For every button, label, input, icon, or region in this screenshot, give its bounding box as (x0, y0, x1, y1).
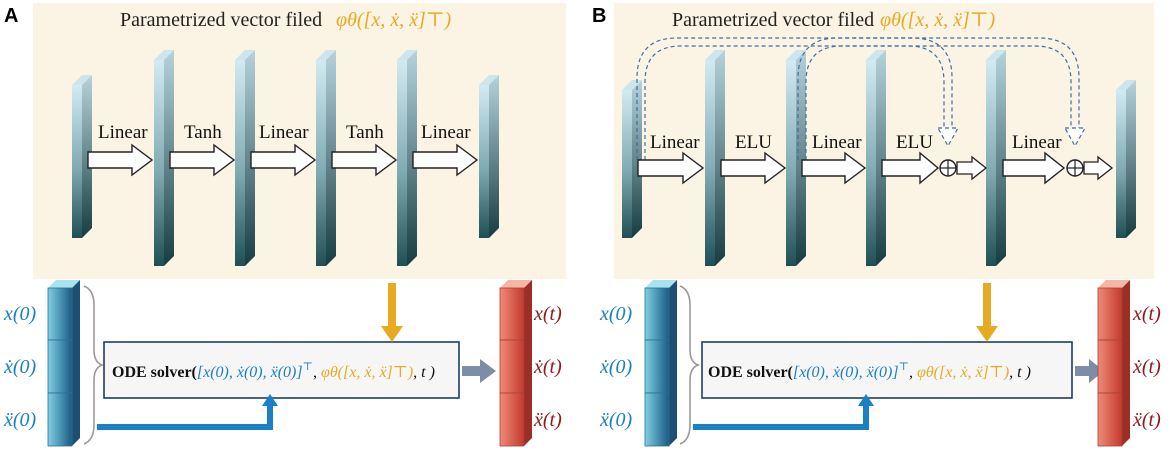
panel-letter-b: B (592, 5, 606, 27)
layer-label-b-2: Linear (812, 132, 862, 153)
vector-field-title-a: Parametrized vector filed (120, 9, 322, 31)
ode-solver-box-a (103, 341, 460, 399)
hollow-arrow-b-5 (1002, 151, 1066, 185)
panel-letter-a: A (4, 5, 18, 27)
layer-slab-b-5 (1116, 80, 1136, 238)
layer-slab-b-0 (622, 80, 642, 238)
input-label-a-1: ẋ(0) (3, 356, 37, 378)
layer-label-b-0: Linear (650, 132, 700, 153)
output-label-a-0: x(t) (533, 303, 562, 325)
output-label-b-1: ẋ(t) (1132, 356, 1161, 378)
initial-state-arrow-a (97, 394, 278, 430)
layer-slab-b-1 (705, 50, 725, 266)
input-stack-a (47, 280, 80, 447)
layer-slab-a-1 (154, 50, 174, 266)
layer-slab-b-4 (986, 50, 1006, 266)
layer-label-a-1: Tanh (184, 122, 222, 143)
output-label-a-1: ẋ(t) (533, 356, 562, 378)
hollow-arrow-a-4 (412, 143, 479, 177)
skip-connection-b-0 (636, 37, 960, 160)
layer-slab-a-4 (397, 50, 417, 266)
input-label-b-2: ẍ(0) (599, 409, 633, 431)
vector-field-arrow-b (976, 283, 998, 342)
vector-field-box-a (33, 3, 566, 279)
hollow-arrow-a-2 (250, 143, 317, 177)
layer-label-b-3: ELU (896, 132, 933, 153)
hollow-arrow-b-2 (801, 151, 867, 185)
layer-label-a-3: Tanh (346, 122, 384, 143)
hollow-arrow-a-3 (331, 143, 398, 177)
input-stack-b (644, 280, 677, 447)
hollow-arrow-b-1 (720, 151, 787, 185)
output-arrow-a (462, 359, 496, 383)
layer-label-b-4: Linear (1012, 132, 1062, 153)
hollow-arrow-b-4 (956, 155, 988, 181)
output-label-b-2: ẍ(t) (1132, 409, 1161, 431)
vector-field-formula-a: φθ([x, ẋ, ẍ]⊤) (336, 9, 452, 31)
vector-field-arrow-a (381, 283, 403, 342)
ode-solver-text-b: ODE solver([x(0), ẋ(0), ẍ(0)]⊤, φθ([x, ẋ… (708, 361, 1031, 381)
output-stack-b (1097, 280, 1130, 447)
hollow-arrow-b-0 (637, 151, 705, 185)
layer-slab-a-0 (72, 75, 92, 238)
layer-slab-b-3 (866, 50, 886, 266)
ode-solver-text-a: ODE solver([x(0), ẋ(0), ẍ(0)]⊤, φθ([x, ẋ… (112, 361, 435, 381)
output-label-b-0: x(t) (1132, 303, 1161, 325)
output-arrow-b (1075, 359, 1104, 383)
input-label-a-2: ẍ(0) (3, 409, 37, 431)
hollow-arrow-b-3 (881, 151, 940, 185)
layer-slab-a-5 (479, 75, 499, 238)
output-label-a-2: ẍ(t) (533, 409, 562, 431)
sum-node-b-1 (1066, 159, 1084, 177)
input-label-a-0: x(0) (3, 303, 37, 325)
hollow-arrow-b-6 (1083, 155, 1114, 181)
ode-solver-box-b (701, 341, 1073, 399)
input-label-b-0: x(0) (599, 303, 633, 325)
input-label-b-1: ẋ(0) (599, 356, 633, 378)
layer-slab-a-2 (235, 50, 255, 266)
initial-state-arrow-b (693, 394, 874, 430)
panel-b: B Parametrized vector filed φθ([x, ẋ, ẍ]… (592, 3, 1161, 447)
skip-connection-b-1 (797, 37, 1087, 160)
panel-a: A Parametrized vector filed φθ([x, ẋ, ẍ]… (3, 3, 566, 447)
layer-label-a-2: Linear (259, 122, 309, 143)
layer-slab-b-2 (786, 50, 806, 266)
hollow-arrow-a-1 (169, 143, 236, 177)
layer-label-b-1: ELU (735, 132, 772, 153)
input-brace-b (679, 285, 701, 445)
vector-field-formula-b: φθ([x, ẋ, ẍ]⊤) (880, 9, 996, 31)
output-stack-a (499, 280, 532, 447)
sum-node-b-0 (939, 159, 957, 177)
input-brace-a (83, 285, 105, 445)
layer-label-a-4: Linear (421, 122, 471, 143)
hollow-arrow-a-0 (87, 143, 154, 177)
layer-slab-a-3 (316, 50, 336, 266)
layer-label-a-0: Linear (98, 122, 148, 143)
vector-field-title-b: Parametrized vector filed (672, 9, 874, 31)
